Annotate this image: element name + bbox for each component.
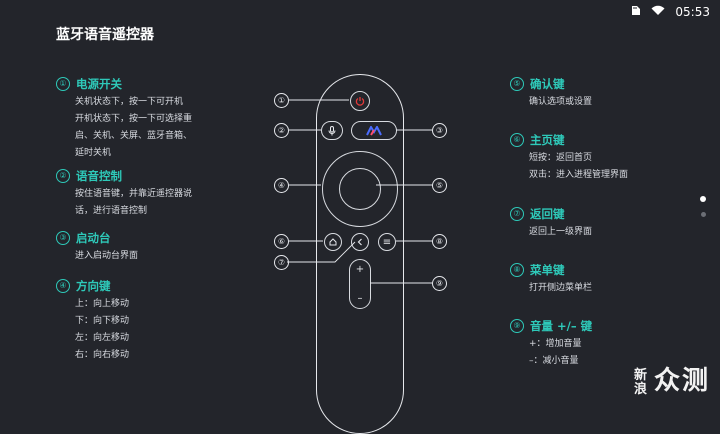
section-power: ① 电源开关 关机状态下，按一下可开机 开机状态下，按一下可选择重 启、关机、关屏… <box>56 76 192 162</box>
section-confirm: ⑤ 确认键 确认选项或设置 <box>510 76 592 111</box>
callout-1: ① <box>274 93 289 108</box>
section-title: 主页键 <box>530 133 565 147</box>
launcher-button <box>351 121 397 140</box>
section-text: 上：向上移动 <box>75 299 130 309</box>
section-menu: ⑧ 菜单键 打开侧边菜单栏 <box>510 262 592 297</box>
section-text: 按住语音键，并靠近遥控器说 <box>75 189 193 199</box>
page-title: 蓝牙语音遥控器 <box>56 27 154 43</box>
section-title: 启动台 <box>76 231 111 245</box>
section-text: 开机状态下，按一下可选择重 <box>75 114 193 124</box>
section-back: ⑦ 返回键 返回上一级界面 <box>510 206 592 241</box>
section-text: 关机状态下，按一下可开机 <box>75 97 184 107</box>
section-title: 菜单键 <box>530 263 565 277</box>
section-number: ② <box>56 169 70 183</box>
section-text: 返回上一级界面 <box>529 227 593 237</box>
callout-4: ④ <box>274 178 289 193</box>
section-number: ① <box>56 77 70 91</box>
section-text: 打开侧边菜单栏 <box>529 283 593 293</box>
callout-6: ⑥ <box>274 234 289 249</box>
menu-button: ≡ <box>378 233 396 251</box>
section-number: ④ <box>56 279 70 293</box>
power-button <box>350 91 370 111</box>
section-title: 音量 +/– 键 <box>530 319 593 333</box>
section-voice: ② 语音控制 按住语音键，并靠近遥控器说 话，进行语音控制 <box>56 168 192 220</box>
section-title: 电源开关 <box>76 77 122 91</box>
callout-9: ⑨ <box>432 276 447 291</box>
callout-2: ② <box>274 123 289 138</box>
clock: 05:53 <box>675 5 710 19</box>
watermark-logo: 新浪 众测 <box>634 360 710 397</box>
section-number: ⑤ <box>510 77 524 91</box>
section-text: +：增加音量 <box>529 339 582 349</box>
home-button <box>324 233 342 251</box>
section-text: 双击：进入进程管理界面 <box>529 170 629 180</box>
section-text: 下：向下移动 <box>75 316 130 326</box>
callout-lines <box>287 99 432 284</box>
section-text: 确认选项或设置 <box>529 97 593 107</box>
section-title: 确认键 <box>530 77 565 91</box>
watermark-text: 众测 <box>653 366 710 396</box>
section-number: ⑨ <box>510 319 524 333</box>
section-text: 启、关机、关屏、蓝牙音箱、 <box>75 131 193 141</box>
voice-button <box>321 121 343 140</box>
back-icon <box>357 238 362 246</box>
direction-pad <box>322 151 398 227</box>
callout-7: ⑦ <box>274 255 289 270</box>
section-text: 延时关机 <box>75 148 112 158</box>
power-icon <box>355 97 365 106</box>
launcher-logo-icon <box>366 125 382 136</box>
microphone-icon <box>328 125 336 135</box>
section-number: ⑥ <box>510 133 524 147</box>
menu-icon: ≡ <box>382 236 392 248</box>
callout-8: ⑧ <box>432 234 447 249</box>
page-dot[interactable] <box>700 212 706 217</box>
confirm-button <box>339 168 381 210</box>
section-volume: ⑨ 音量 +/– 键 +：增加音量 –：减小音量 <box>510 318 592 370</box>
status-bar: 05:53 <box>630 3 710 21</box>
section-text: 话，进行语音控制 <box>75 206 148 216</box>
section-text: 左：向左移动 <box>75 333 130 343</box>
section-text: 右：向右移动 <box>75 350 130 360</box>
section-text: –：减小音量 <box>529 356 579 366</box>
home-icon <box>329 238 337 246</box>
wifi-icon <box>651 5 665 19</box>
volume-up-label: + <box>355 264 365 275</box>
section-title: 语音控制 <box>76 169 122 183</box>
section-number: ⑦ <box>510 207 524 221</box>
volume-down-label: – <box>357 293 363 304</box>
section-title: 返回键 <box>530 207 565 221</box>
back-button <box>351 233 369 251</box>
section-home: ⑥ 主页键 短按：返回首页 双击：进入进程管理界面 <box>510 132 628 184</box>
section-text: 进入启动台界面 <box>75 251 139 261</box>
callout-3: ③ <box>432 123 447 138</box>
callout-5: ⑤ <box>432 178 447 193</box>
watermark-char: 浪 <box>633 382 647 397</box>
page-dot-active[interactable] <box>700 196 706 202</box>
section-text: 短按：返回首页 <box>529 153 593 163</box>
remote-illustration: ≡ + – <box>316 74 404 434</box>
watermark-char: 新 <box>633 368 647 383</box>
section-number: ⑧ <box>510 263 524 277</box>
sd-card-icon <box>630 5 641 19</box>
volume-rocker: + – <box>349 259 371 309</box>
section-launcher: ③ 启动台 进入启动台界面 <box>56 230 138 265</box>
section-title: 方向键 <box>76 279 111 293</box>
section-number: ③ <box>56 231 70 245</box>
section-direction: ④ 方向键 上：向上移动 下：向下移动 左：向左移动 右：向右移动 <box>56 278 129 364</box>
